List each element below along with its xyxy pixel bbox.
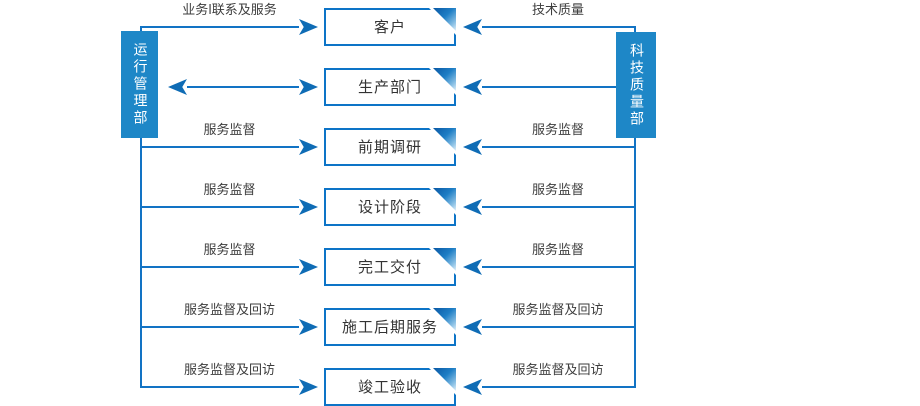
right-pointing-arrow-icon — [299, 79, 318, 95]
process-box-2: 生产部门 — [324, 68, 456, 106]
right-connector-line — [482, 206, 635, 208]
right-pointing-arrow-icon — [299, 19, 318, 35]
left-connector-line — [141, 326, 299, 328]
department-box-right: 科技质量部 — [616, 32, 656, 138]
left-pointing-arrow-icon — [463, 19, 482, 35]
right-pointing-arrow-icon — [299, 379, 318, 395]
folded-corner-icon — [429, 188, 456, 215]
right-flow-label: 技术质量 — [531, 3, 584, 18]
left-connector-line — [141, 386, 299, 388]
right-flow-label: 服务监督 — [531, 123, 584, 138]
right-connector-line — [482, 386, 635, 388]
right-connector-line — [482, 326, 635, 328]
folded-corner-icon — [429, 68, 456, 95]
left-connector-line — [187, 86, 299, 88]
right-flow-label: 服务监督 — [531, 243, 584, 258]
right-connector-line — [482, 146, 635, 148]
flow-row-7: 服务监督及回访 服务监督及回访 竣工验收 — [0, 363, 920, 406]
right-flow-label: 服务监督 — [531, 183, 584, 198]
left-top-stub-line — [140, 26, 142, 32]
process-box-5: 完工交付 — [324, 248, 456, 286]
process-box-label: 施工后期服务 — [341, 318, 438, 336]
left-flow-label: 服务监督 — [203, 123, 256, 138]
process-box-label: 生产部门 — [357, 78, 422, 96]
folded-corner-icon — [429, 8, 456, 35]
left-connector-line — [141, 26, 299, 28]
left-connector-line — [141, 266, 299, 268]
right-connector-line — [482, 266, 635, 268]
left-pointing-arrow-icon — [463, 79, 482, 95]
folded-corner-icon — [429, 248, 456, 275]
right-pointing-arrow-icon — [299, 259, 318, 275]
left-pointing-arrow-icon — [463, 199, 482, 215]
flow-row-3: 服务监督 服务监督 前期调研 — [0, 123, 920, 167]
left-vertical-line — [140, 137, 142, 388]
left-flow-label: 服务监督 — [203, 183, 256, 198]
process-box-4: 设计阶段 — [324, 188, 456, 226]
process-box-label: 竣工验收 — [357, 378, 422, 396]
folded-corner-icon — [429, 308, 456, 335]
folded-corner-icon — [429, 368, 456, 395]
process-box-label: 完工交付 — [357, 258, 422, 276]
folded-corner-icon — [429, 128, 456, 155]
flow-row-2: 生产部门 — [0, 67, 920, 107]
left-flow-label: 业务l联系及服务 — [182, 3, 277, 18]
left-flow-label: 服务监督 — [203, 243, 256, 258]
process-box-1: 客户 — [324, 8, 456, 46]
left-pointing-arrow-icon — [463, 379, 482, 395]
process-box-label: 前期调研 — [357, 138, 422, 156]
left-pointing-arrow-icon — [168, 79, 187, 95]
department-box-left-label: 运行管理部 — [131, 42, 148, 127]
right-flow-label: 服务监督及回访 — [512, 303, 604, 318]
left-pointing-arrow-icon — [463, 259, 482, 275]
flow-row-5: 服务监督 服务监督 完工交付 — [0, 243, 920, 287]
process-box-label: 客户 — [373, 18, 406, 36]
flow-row-4: 服务监督 服务监督 设计阶段 — [0, 183, 920, 227]
left-pointing-arrow-icon — [463, 139, 482, 155]
process-box-7: 竣工验收 — [324, 368, 456, 406]
right-pointing-arrow-icon — [299, 319, 318, 335]
right-top-stub-line — [634, 26, 636, 33]
process-box-3: 前期调研 — [324, 128, 456, 166]
left-pointing-arrow-icon — [463, 319, 482, 335]
right-connector-line — [482, 86, 616, 88]
left-flow-label: 服务监督及回访 — [183, 303, 275, 318]
left-connector-line — [141, 206, 299, 208]
department-box-right-label: 科技质量部 — [628, 42, 644, 128]
right-flow-label: 服务监督及回访 — [512, 363, 604, 378]
right-vertical-line — [634, 137, 636, 388]
right-pointing-arrow-icon — [299, 199, 318, 215]
process-box-label: 设计阶段 — [357, 198, 422, 216]
right-pointing-arrow-icon — [299, 139, 318, 155]
left-flow-label: 服务监督及回访 — [183, 363, 275, 378]
flow-row-6: 服务监督及回访 服务监督及回访 施工后期服务 — [0, 303, 920, 347]
flow-row-1: 业务l联系及服务 技术质量 客户 — [0, 3, 920, 47]
left-connector-line — [141, 146, 299, 148]
right-connector-line — [482, 26, 635, 28]
process-box-6: 施工后期服务 — [324, 308, 456, 346]
department-box-left: 运行管理部 — [121, 31, 158, 138]
